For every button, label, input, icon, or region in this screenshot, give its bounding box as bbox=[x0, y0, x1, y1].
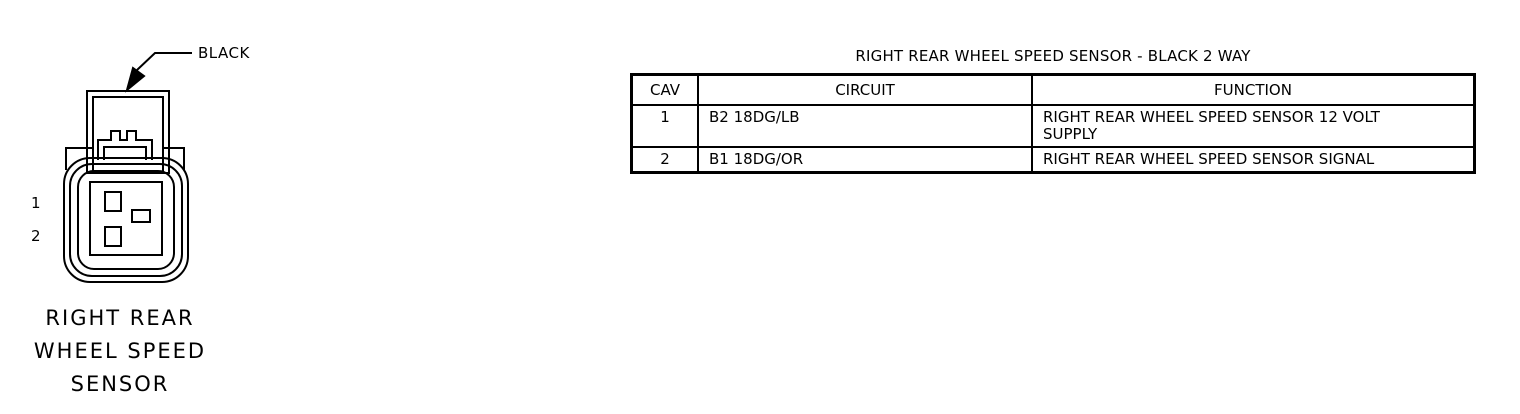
header-function: FUNCTION bbox=[1031, 73, 1476, 106]
connector-body-outer bbox=[63, 157, 189, 283]
locking-tab-inner bbox=[103, 146, 147, 160]
table-header-row: CAV CIRCUIT FUNCTION bbox=[630, 73, 1476, 106]
pin-label-1: 1 bbox=[31, 194, 41, 212]
leader-line bbox=[136, 52, 192, 71]
cell-circuit: B1 18DG/OR bbox=[697, 146, 1033, 174]
cell-circuit: B2 18DG/LB bbox=[697, 104, 1033, 148]
pin-label-2: 2 bbox=[31, 227, 41, 245]
connector-body-mid bbox=[69, 163, 183, 277]
leader-arrow bbox=[125, 66, 146, 93]
housing-shoulder-left bbox=[65, 147, 93, 170]
cavity-polarizing bbox=[131, 209, 151, 223]
latch-housing-inner bbox=[92, 96, 164, 174]
header-circuit: CIRCUIT bbox=[697, 73, 1033, 106]
table-row: 2 B1 18DG/OR RIGHT REAR WHEEL SPEED SENS… bbox=[630, 146, 1476, 174]
component-name-line-2: WHEEL SPEED bbox=[33, 339, 207, 363]
cell-cav: 2 bbox=[630, 146, 699, 174]
cell-function: RIGHT REAR WHEEL SPEED SENSOR 12 VOLT SU… bbox=[1031, 104, 1476, 148]
header-cav: CAV bbox=[630, 73, 699, 106]
component-name-line-1: RIGHT REAR bbox=[45, 306, 195, 330]
housing-shoulder-right bbox=[163, 147, 185, 170]
component-name: RIGHT REAR WHEEL SPEED SENSOR bbox=[0, 302, 240, 401]
cell-cav: 1 bbox=[630, 104, 699, 148]
pinout-table: CAV CIRCUIT FUNCTION 1 B2 18DG/LB RIGHT … bbox=[630, 73, 1476, 174]
terminal-cavity-frame bbox=[89, 181, 163, 256]
connector-body-inner bbox=[77, 170, 175, 270]
table-title: RIGHT REAR WHEEL SPEED SENSOR - BLACK 2 … bbox=[855, 47, 1251, 65]
connector-color-label: BLACK bbox=[198, 44, 250, 62]
cell-function: RIGHT REAR WHEEL SPEED SENSOR SIGNAL bbox=[1031, 146, 1476, 174]
component-name-line-3: SENSOR bbox=[70, 372, 170, 396]
table-row: 1 B2 18DG/LB RIGHT REAR WHEEL SPEED SENS… bbox=[630, 104, 1476, 148]
locking-tab bbox=[97, 130, 153, 160]
cavity-2 bbox=[104, 226, 122, 247]
connector-face-drawing bbox=[63, 52, 192, 283]
cavity-1 bbox=[104, 191, 122, 212]
